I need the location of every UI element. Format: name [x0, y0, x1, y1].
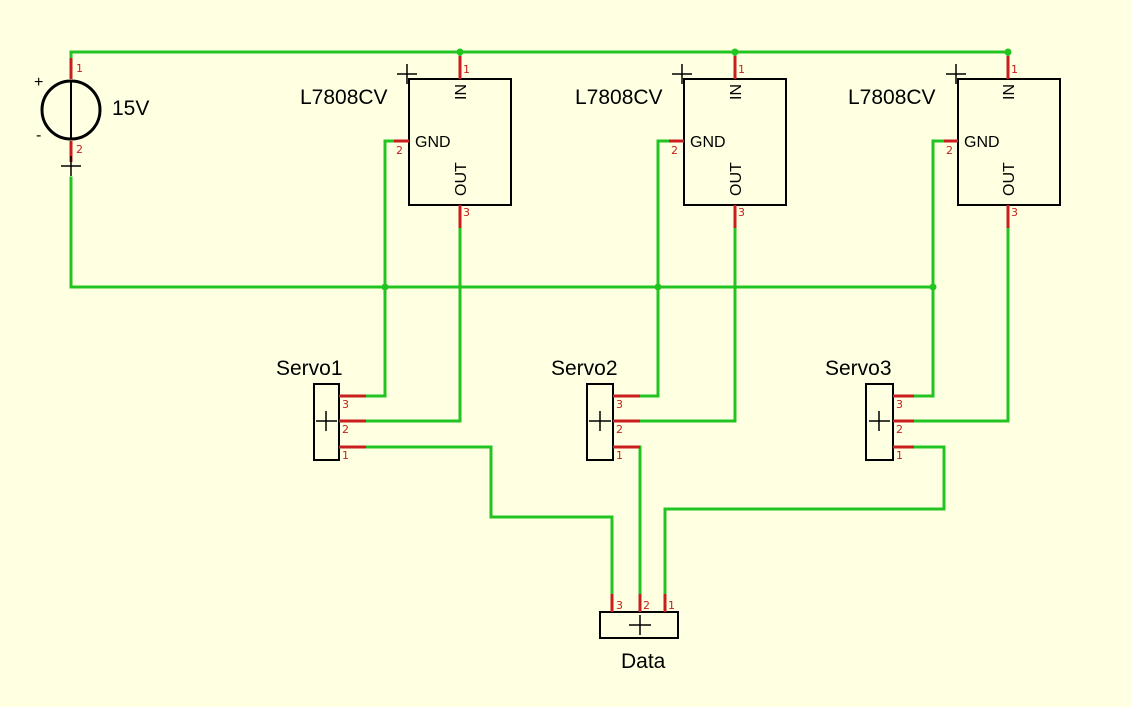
- wire-out-servo1: [364, 226, 462, 423]
- pin-number: 2: [896, 423, 903, 436]
- servo-label: Servo1: [276, 357, 343, 380]
- pin-number: 3: [616, 398, 623, 411]
- wire-data-servo3: [663, 445, 946, 596]
- pin-number: 1: [668, 599, 675, 612]
- pin-number: 1: [76, 62, 83, 75]
- in-label: IN: [453, 84, 470, 100]
- minus-sign: -: [36, 127, 41, 144]
- pin-number: 1: [616, 449, 623, 462]
- plus-sign: +: [34, 74, 43, 91]
- pin-number: 2: [616, 423, 623, 436]
- pin-number: 3: [616, 599, 623, 612]
- data-connector[interactable]: 3 2 1 Data: [599, 594, 679, 673]
- in-label: IN: [1001, 84, 1018, 100]
- out-label: OUT: [453, 162, 470, 196]
- regulator-u2[interactable]: L7808CV GND IN OUT 1 2 3: [575, 56, 787, 228]
- voltage-source[interactable]: 1 2 + - 15V: [34, 58, 149, 176]
- wire-ground-rail: [69, 176, 935, 289]
- junction-dot: [1004, 48, 1012, 56]
- pin-number: 1: [738, 63, 745, 76]
- junction-dot: [654, 283, 662, 291]
- regulator-u1[interactable]: L7808CV GND IN OUT 1 2 3: [300, 56, 512, 228]
- source-label: 15V: [112, 97, 149, 120]
- gnd-label: GND: [415, 134, 451, 151]
- gnd-label: GND: [964, 134, 1000, 151]
- wire-data-servo1: [364, 445, 614, 596]
- junctions: [381, 48, 1012, 291]
- pin-number: 2: [342, 423, 349, 436]
- servo-1[interactable]: Servo1 3 2 1: [276, 357, 366, 462]
- pin-number: 1: [342, 449, 349, 462]
- pin-number: 3: [738, 206, 745, 219]
- pin-number: 2: [671, 144, 678, 157]
- pin-number: 2: [76, 143, 83, 156]
- data-label: Data: [621, 650, 666, 673]
- junction-dot: [456, 48, 464, 56]
- pin-number: 2: [946, 144, 953, 157]
- wire-gnd-servo2: [638, 139, 671, 398]
- junction-dot: [929, 283, 937, 291]
- out-label: OUT: [1001, 162, 1018, 196]
- wires: [69, 50, 1010, 596]
- pin-number: 1: [463, 63, 470, 76]
- junction-dot: [731, 48, 739, 56]
- gnd-label: GND: [690, 134, 726, 151]
- regulator-label: L7808CV: [575, 86, 663, 109]
- pin-number: 2: [396, 144, 403, 157]
- pin-number: 1: [1011, 63, 1018, 76]
- junction-dot: [381, 283, 389, 291]
- out-label: OUT: [728, 162, 745, 196]
- pin-number: 3: [463, 206, 470, 219]
- wire-out-servo3: [912, 226, 1010, 423]
- servo-label: Servo2: [551, 357, 618, 380]
- wire-gnd-servo3: [912, 139, 946, 398]
- pin-number: 3: [1011, 206, 1018, 219]
- pin-number: 2: [643, 599, 650, 612]
- servo-3[interactable]: Servo3 3 2 1: [825, 357, 914, 462]
- regulator-u3[interactable]: L7808CV GND IN OUT 1 2 3: [848, 56, 1061, 228]
- servo-label: Servo3: [825, 357, 892, 380]
- pin-number: 3: [896, 398, 903, 411]
- wire-out-servo2: [638, 226, 737, 423]
- servo-2[interactable]: Servo2 3 2 1: [551, 357, 640, 462]
- pin-number: 3: [342, 398, 349, 411]
- pin-number: 1: [896, 449, 903, 462]
- regulator-label: L7808CV: [300, 86, 388, 109]
- wire-gnd-servo1: [364, 139, 396, 398]
- in-label: IN: [728, 84, 745, 100]
- regulator-label: L7808CV: [848, 86, 936, 109]
